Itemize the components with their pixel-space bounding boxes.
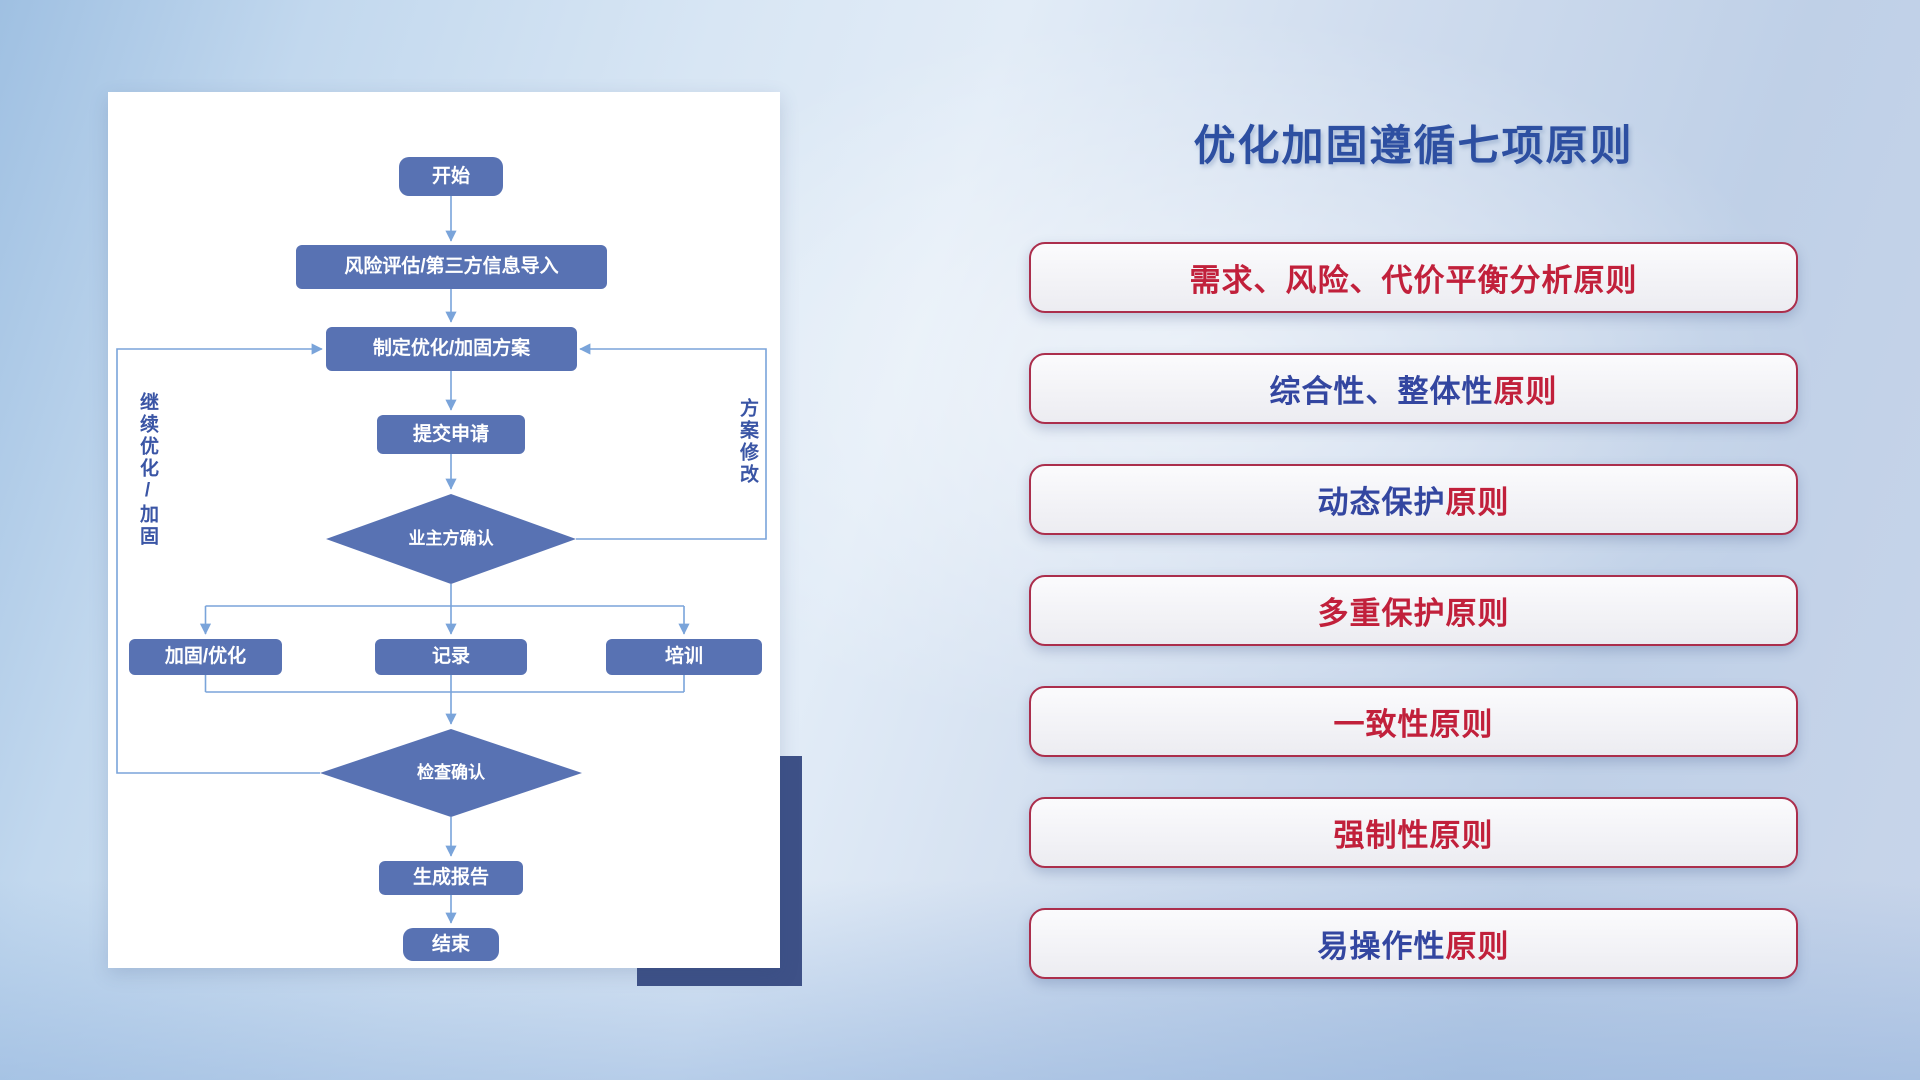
principle-box: 强制性原则 [1029,797,1798,868]
loop-label-plan-revision: 方案修改 [737,398,758,486]
principle-box: 综合性、整体性原则 [1029,353,1798,424]
principle-box: 动态保护原则 [1029,464,1798,535]
flow-node-submit-application: 提交申请 [377,415,525,454]
flowchart-card: 开始 风险评估/第三方信息导入 制定优化/加固方案 提交申请 业主方确认 加固/… [108,92,780,968]
flow-node-generate-report: 生成报告 [379,861,523,895]
principle-text-segment: 一致性原则 [1333,707,1494,742]
principle-text-segment: 动态保护 [1317,485,1446,520]
principle-text-segment: 原则 [1493,374,1558,409]
flow-node-start: 开始 [399,157,503,196]
flowchart-connectors [116,196,767,924]
principle-text-segment: 强制性原则 [1333,818,1494,853]
flow-node-end: 结束 [403,928,499,961]
loop-label-continue-optimization: 继续优化/加固 [137,392,158,548]
principle-box: 易操作性原则 [1029,908,1798,979]
principle-text-segment: 易操作性 [1317,929,1446,964]
principle-text-segment: 原则 [1445,929,1510,964]
principle-text-segment: 原则 [1445,485,1510,520]
flow-node-make-plan: 制定优化/加固方案 [326,327,577,371]
principle-text-segment: 综合性、整体性 [1269,374,1494,409]
principle-box: 多重保护原则 [1029,575,1798,646]
flow-node-training: 培训 [606,639,762,675]
principles-list: 需求、风险、代价平衡分析原则综合性、整体性原则动态保护原则多重保护原则一致性原则… [1029,242,1798,979]
flow-node-record: 记录 [375,639,527,675]
principle-box: 一致性原则 [1029,686,1798,757]
principle-text-segment: 多重保护原则 [1317,596,1510,631]
principle-text-segment: 需求、风险、代价平衡分析原则 [1189,263,1638,298]
flow-node-harden-optimize: 加固/优化 [129,639,282,675]
page-title: 优化加固遵循七项原则 [1193,122,1634,169]
flow-node-risk-assessment: 风险评估/第三方信息导入 [296,245,607,289]
principle-box: 需求、风险、代价平衡分析原则 [1029,242,1798,313]
